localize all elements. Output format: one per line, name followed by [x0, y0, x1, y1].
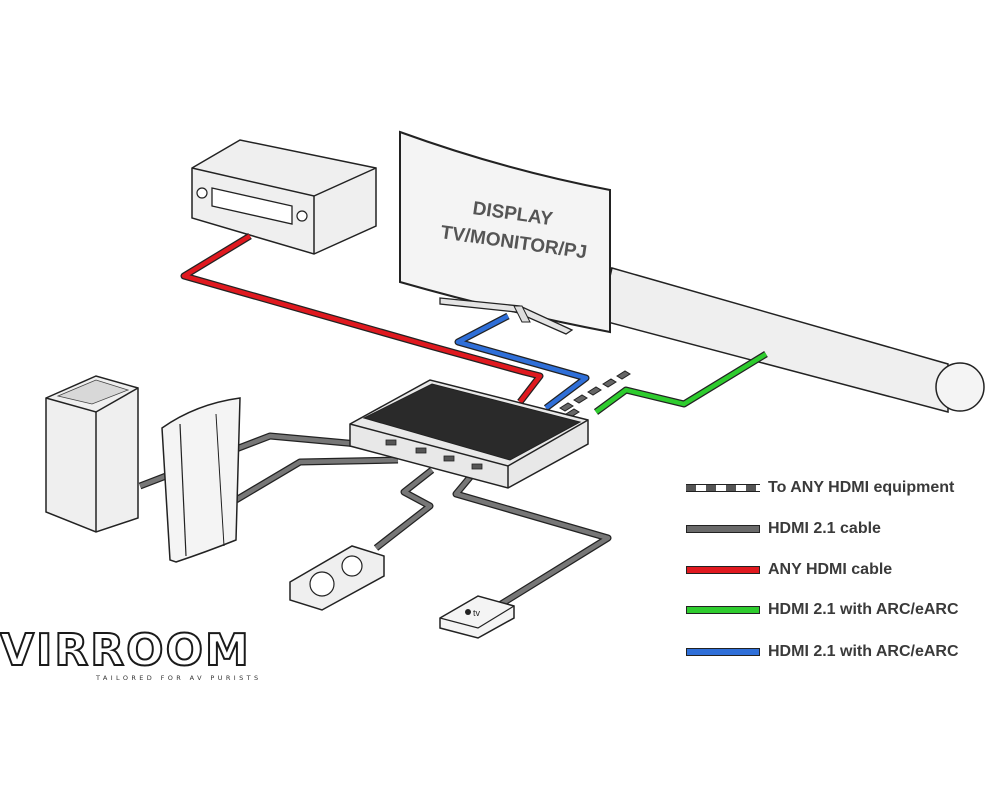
brand-logo: VIRROOM TAILORED FOR AV PURISTS	[0, 625, 262, 683]
brand-name: VIRROOM	[0, 625, 251, 676]
legend-label: HDMI 2.1 with ARC/eARC	[768, 643, 959, 660]
legend-label: HDMI 2.1 with ARC/eARC	[768, 601, 959, 618]
legend-label: HDMI 2.1 cable	[768, 520, 881, 537]
legend-label: To ANY HDMI equipment	[768, 479, 955, 496]
apple-tv: tv	[439, 595, 515, 639]
apple-tv-label: tv	[473, 608, 481, 618]
legend-swatch	[686, 606, 760, 614]
legend-swatch	[686, 566, 760, 574]
display-screen: DISPLAY TV/MONITOR/PJ	[399, 130, 611, 335]
legend-swatch	[686, 648, 760, 656]
legend-swatch	[686, 525, 760, 533]
legend-label: ANY HDMI cable	[768, 561, 893, 578]
ps5-console	[161, 397, 241, 563]
legend-item-blue: HDMI 2.1 with ARC/eARC	[686, 640, 959, 664]
apple-logo-icon	[465, 609, 471, 615]
legend-item-dashed: To ANY HDMI equipment	[686, 476, 954, 500]
soundbar	[599, 267, 985, 413]
legend-item-green: HDMI 2.1 with ARC/eARC	[686, 598, 959, 622]
xbox-console	[45, 375, 139, 533]
gpu-card	[289, 545, 385, 611]
hdmi-switch	[349, 379, 589, 489]
av-receiver	[191, 139, 377, 255]
brand-tagline: TAILORED FOR AV PURISTS	[96, 674, 262, 682]
legend-item-grey: HDMI 2.1 cable	[686, 517, 881, 541]
legend-item-red: ANY HDMI cable	[686, 558, 892, 582]
legend-swatch	[686, 484, 760, 492]
